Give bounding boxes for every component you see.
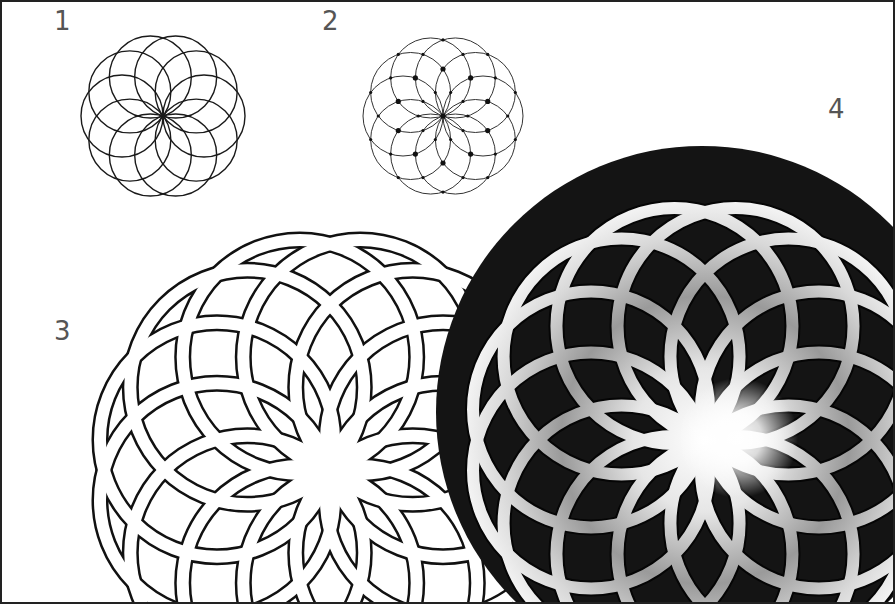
rosette-with-points [363, 38, 523, 194]
rosette-circle [155, 51, 237, 133]
rosette-circle [89, 99, 171, 181]
intersection-dot [514, 91, 517, 94]
intersection-dot [485, 99, 490, 104]
rosette-circle [435, 100, 515, 180]
black-disk [436, 146, 895, 604]
intersection-dot [413, 75, 418, 80]
rosette-circle [391, 114, 471, 194]
intersection-dot [514, 138, 517, 141]
rosette-circle [163, 75, 245, 157]
intersection-dot [413, 151, 418, 156]
intersection-dot [486, 53, 489, 56]
rosette-circle [435, 52, 515, 132]
rosette-circle [363, 76, 443, 156]
rosette-circle [81, 75, 163, 157]
intersection-dot [441, 38, 444, 41]
intersection-dot [421, 129, 424, 132]
rosette-circle [415, 38, 495, 118]
rosette-circle [415, 114, 495, 194]
intersection-dot [434, 138, 437, 141]
intersection-dot [440, 160, 445, 165]
intersection-dot [461, 129, 464, 132]
rosette-circle [135, 114, 217, 196]
intersection-dot [506, 114, 509, 117]
rosette-circle [155, 99, 237, 181]
rosette-outline [81, 36, 245, 196]
rosette-circle [109, 114, 191, 196]
intersection-dot [468, 151, 473, 156]
intersection-dot [396, 128, 401, 133]
rosette-circle [391, 38, 471, 118]
rosette-circle [135, 36, 217, 118]
center-glow [678, 378, 798, 498]
intersection-dot [397, 53, 400, 56]
intersection-dot [440, 66, 445, 71]
intersection-dot [434, 91, 437, 94]
intersection-dot [441, 190, 444, 193]
intersection-dot [449, 91, 452, 94]
intersection-dot [417, 114, 420, 117]
intersection-dot [377, 114, 380, 117]
intersection-dot [421, 176, 424, 179]
intersection-dot [461, 100, 464, 103]
intersection-dot [440, 113, 445, 118]
rosette-circle [371, 100, 451, 180]
intersection-dot [494, 76, 497, 79]
intersection-dot [466, 114, 469, 117]
rosette-shaded [473, 208, 895, 604]
figure-number: 4 [828, 96, 845, 122]
rosette-circle [89, 51, 171, 133]
intersection-dot [397, 176, 400, 179]
intersection-dot [421, 53, 424, 56]
intersection-dot [369, 91, 372, 94]
figure-number: 2 [322, 8, 339, 34]
intersection-dot [396, 99, 401, 104]
rosette-circle [109, 36, 191, 118]
intersection-dot [389, 76, 392, 79]
intersection-dot [494, 152, 497, 155]
intersection-dot [468, 75, 473, 80]
figure-number: 1 [54, 8, 71, 34]
intersection-dot [486, 176, 489, 179]
intersection-dot [449, 138, 452, 141]
rosette-circle [371, 52, 451, 132]
intersection-dot [461, 53, 464, 56]
rosette-circle [443, 76, 523, 156]
figure-number: 3 [54, 318, 71, 344]
intersection-dot [369, 138, 372, 141]
intersection-dot [389, 152, 392, 155]
intersection-dot [485, 128, 490, 133]
intersection-dot [461, 176, 464, 179]
intersection-dot [421, 100, 424, 103]
